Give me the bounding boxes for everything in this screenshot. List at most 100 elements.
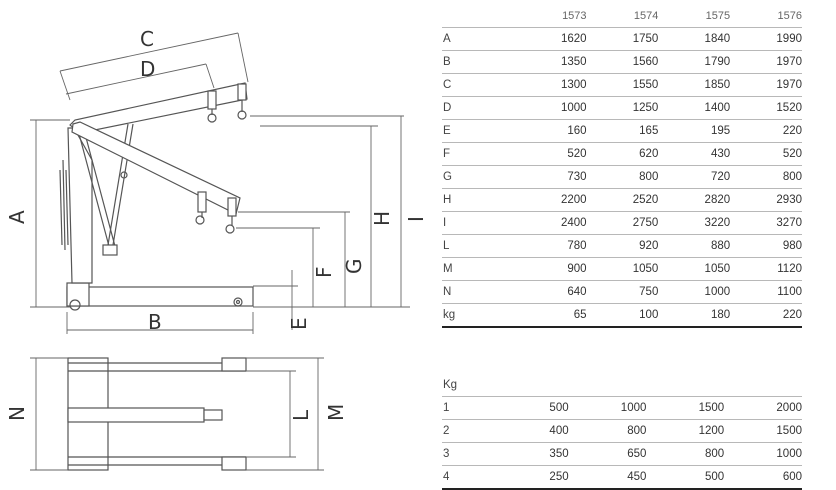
row-label: 3	[442, 442, 491, 466]
table-row: H 2200 2520 2820 2930	[442, 188, 802, 212]
table-cell: 980	[730, 234, 802, 258]
table-cell: 1520	[730, 96, 802, 120]
dim-label-a: A	[5, 210, 29, 224]
table-cell: 2400	[514, 211, 587, 235]
table-row: L 780 920 880 980	[442, 234, 802, 258]
table-cell: 800	[646, 442, 725, 466]
table-cell: 100	[586, 303, 659, 328]
table-row: 4 250 450 500 600	[442, 465, 802, 490]
table-cell: 650	[568, 442, 647, 466]
table-row: D 1000 1250 1400 1520	[442, 96, 802, 120]
table-cell: 1000	[658, 280, 731, 304]
dimensions-spec-table: 1573 1574 1575 1576 A 1620 1750 1840 199…	[442, 5, 802, 328]
row-label: 1	[442, 396, 491, 420]
table-header-empty	[442, 5, 515, 28]
table-cell: 350	[490, 442, 569, 466]
dim-label-g: G	[342, 259, 366, 275]
table-cell: 1500	[646, 396, 725, 420]
row-label: 2	[442, 419, 491, 443]
dim-label-b: B	[148, 310, 162, 334]
row-label: E	[442, 119, 515, 143]
table-row: 2 400 800 1200 1500	[442, 419, 802, 443]
boom-raised	[69, 82, 248, 246]
table-row: C 1300 1550 1850 1970	[442, 73, 802, 97]
dim-label-i: I	[404, 216, 428, 222]
table-cell: 430	[658, 142, 731, 166]
table-cell: 1850	[658, 73, 731, 97]
table-cell: 1300	[514, 73, 587, 97]
table-row: 3 350 650 800 1000	[442, 442, 802, 466]
table-cell: 2520	[586, 188, 659, 212]
table-cell: 780	[514, 234, 587, 258]
dim-label-c: C	[140, 27, 154, 51]
row-label: C	[442, 73, 515, 97]
table-cell: 450	[568, 465, 647, 490]
table-row: F 520 620 430 520	[442, 142, 802, 166]
table-cell: 2930	[730, 188, 802, 212]
table-cell: 1620	[514, 27, 587, 51]
table-row: 1 500 1000 1500 2000	[442, 396, 802, 420]
boom-lowered	[71, 121, 241, 234]
table-row: kg 65 100 180 220	[442, 303, 802, 328]
dimension-lines-side	[30, 32, 410, 334]
table-cell: 920	[586, 234, 659, 258]
row-label: D	[442, 96, 515, 120]
table-cell: 800	[568, 419, 647, 443]
table-cell: 1250	[586, 96, 659, 120]
row-label: B	[442, 50, 515, 74]
row-label: L	[442, 234, 515, 258]
table-cell: 800	[730, 165, 802, 189]
table-cell: 1000	[514, 96, 587, 120]
table-cell: 2200	[514, 188, 587, 212]
table-cell: 1000	[568, 396, 647, 420]
table-row: M 900 1050 1050 1120	[442, 257, 802, 281]
table-row: E 160 165 195 220	[442, 119, 802, 143]
table-cell: 1500	[724, 419, 802, 443]
table-cell: 640	[514, 280, 587, 304]
table-cell: 1350	[514, 50, 587, 74]
row-label: F	[442, 142, 515, 166]
model-header: 1573	[562, 10, 587, 22]
table-cell: 520	[730, 142, 802, 166]
table-cell: 750	[586, 280, 659, 304]
table-cell: 220	[730, 303, 802, 328]
table-header-row: 1573 1574 1575 1576	[442, 5, 802, 28]
table-cell: 1200	[646, 419, 725, 443]
table-cell: 1790	[658, 50, 731, 74]
table-cell: 800	[586, 165, 659, 189]
table-cell: 2000	[724, 396, 802, 420]
row-label: I	[442, 211, 515, 235]
dim-label-d: D	[140, 57, 155, 81]
table-cell: 1560	[586, 50, 659, 74]
table-cell: 720	[658, 165, 731, 189]
table-cell: 1750	[586, 27, 659, 51]
table-cell: 195	[658, 119, 731, 143]
table-row: N 640 750 1000 1100	[442, 280, 802, 304]
row-label: N	[442, 280, 515, 304]
table-cell: 1050	[586, 257, 659, 281]
model-header: 1574	[633, 10, 659, 22]
table-cell: 1120	[730, 257, 802, 281]
table-header-empty	[569, 374, 647, 397]
table-cell: 500	[646, 465, 725, 490]
table-cell: 2820	[658, 188, 731, 212]
table-cell: 600	[724, 465, 802, 490]
table-cell: 520	[514, 142, 587, 166]
crane-mast	[67, 127, 118, 284]
table-row: G 730 800 720 800	[442, 165, 802, 189]
dim-label-e: E	[287, 317, 311, 330]
table-cell: 1990	[730, 27, 802, 51]
table-header-empty	[646, 374, 724, 397]
row-label: M	[442, 257, 515, 281]
table-cell: 900	[514, 257, 587, 281]
row-label: 4	[442, 465, 491, 490]
table-row: B 1350 1560 1790 1970	[442, 50, 802, 74]
table-cell: 1000	[724, 442, 802, 466]
table-cell: 1050	[658, 257, 731, 281]
table-cell: 1400	[658, 96, 731, 120]
dimension-lines-top	[30, 357, 324, 471]
table-cell: 1970	[730, 50, 802, 74]
crane-base-top-view	[67, 357, 247, 471]
row-label: H	[442, 188, 515, 212]
table-header-empty	[491, 374, 569, 397]
